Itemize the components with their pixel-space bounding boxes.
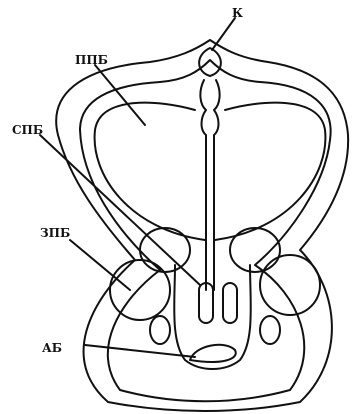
label-zpb: ЗПБ xyxy=(40,226,70,240)
k-leader xyxy=(212,18,235,50)
right-small-capsule xyxy=(223,283,237,323)
left-side-oval xyxy=(150,316,170,344)
label-k: К xyxy=(232,6,243,20)
ab-bubble xyxy=(190,345,236,362)
median-ridge xyxy=(199,48,221,76)
label-spb: СПБ xyxy=(12,123,43,137)
zpb-leader xyxy=(70,240,130,290)
right-side-oval xyxy=(260,316,280,344)
spb-leader xyxy=(40,135,200,285)
left-anterior-lobe xyxy=(95,103,205,240)
label-ppb: ППБ xyxy=(75,53,108,67)
label-ab: АБ xyxy=(42,341,62,355)
right-posterior-bubble xyxy=(260,255,320,315)
left-posterior-bubble xyxy=(110,260,170,320)
right-anterior-lobe xyxy=(215,103,325,240)
median-column xyxy=(200,80,219,290)
